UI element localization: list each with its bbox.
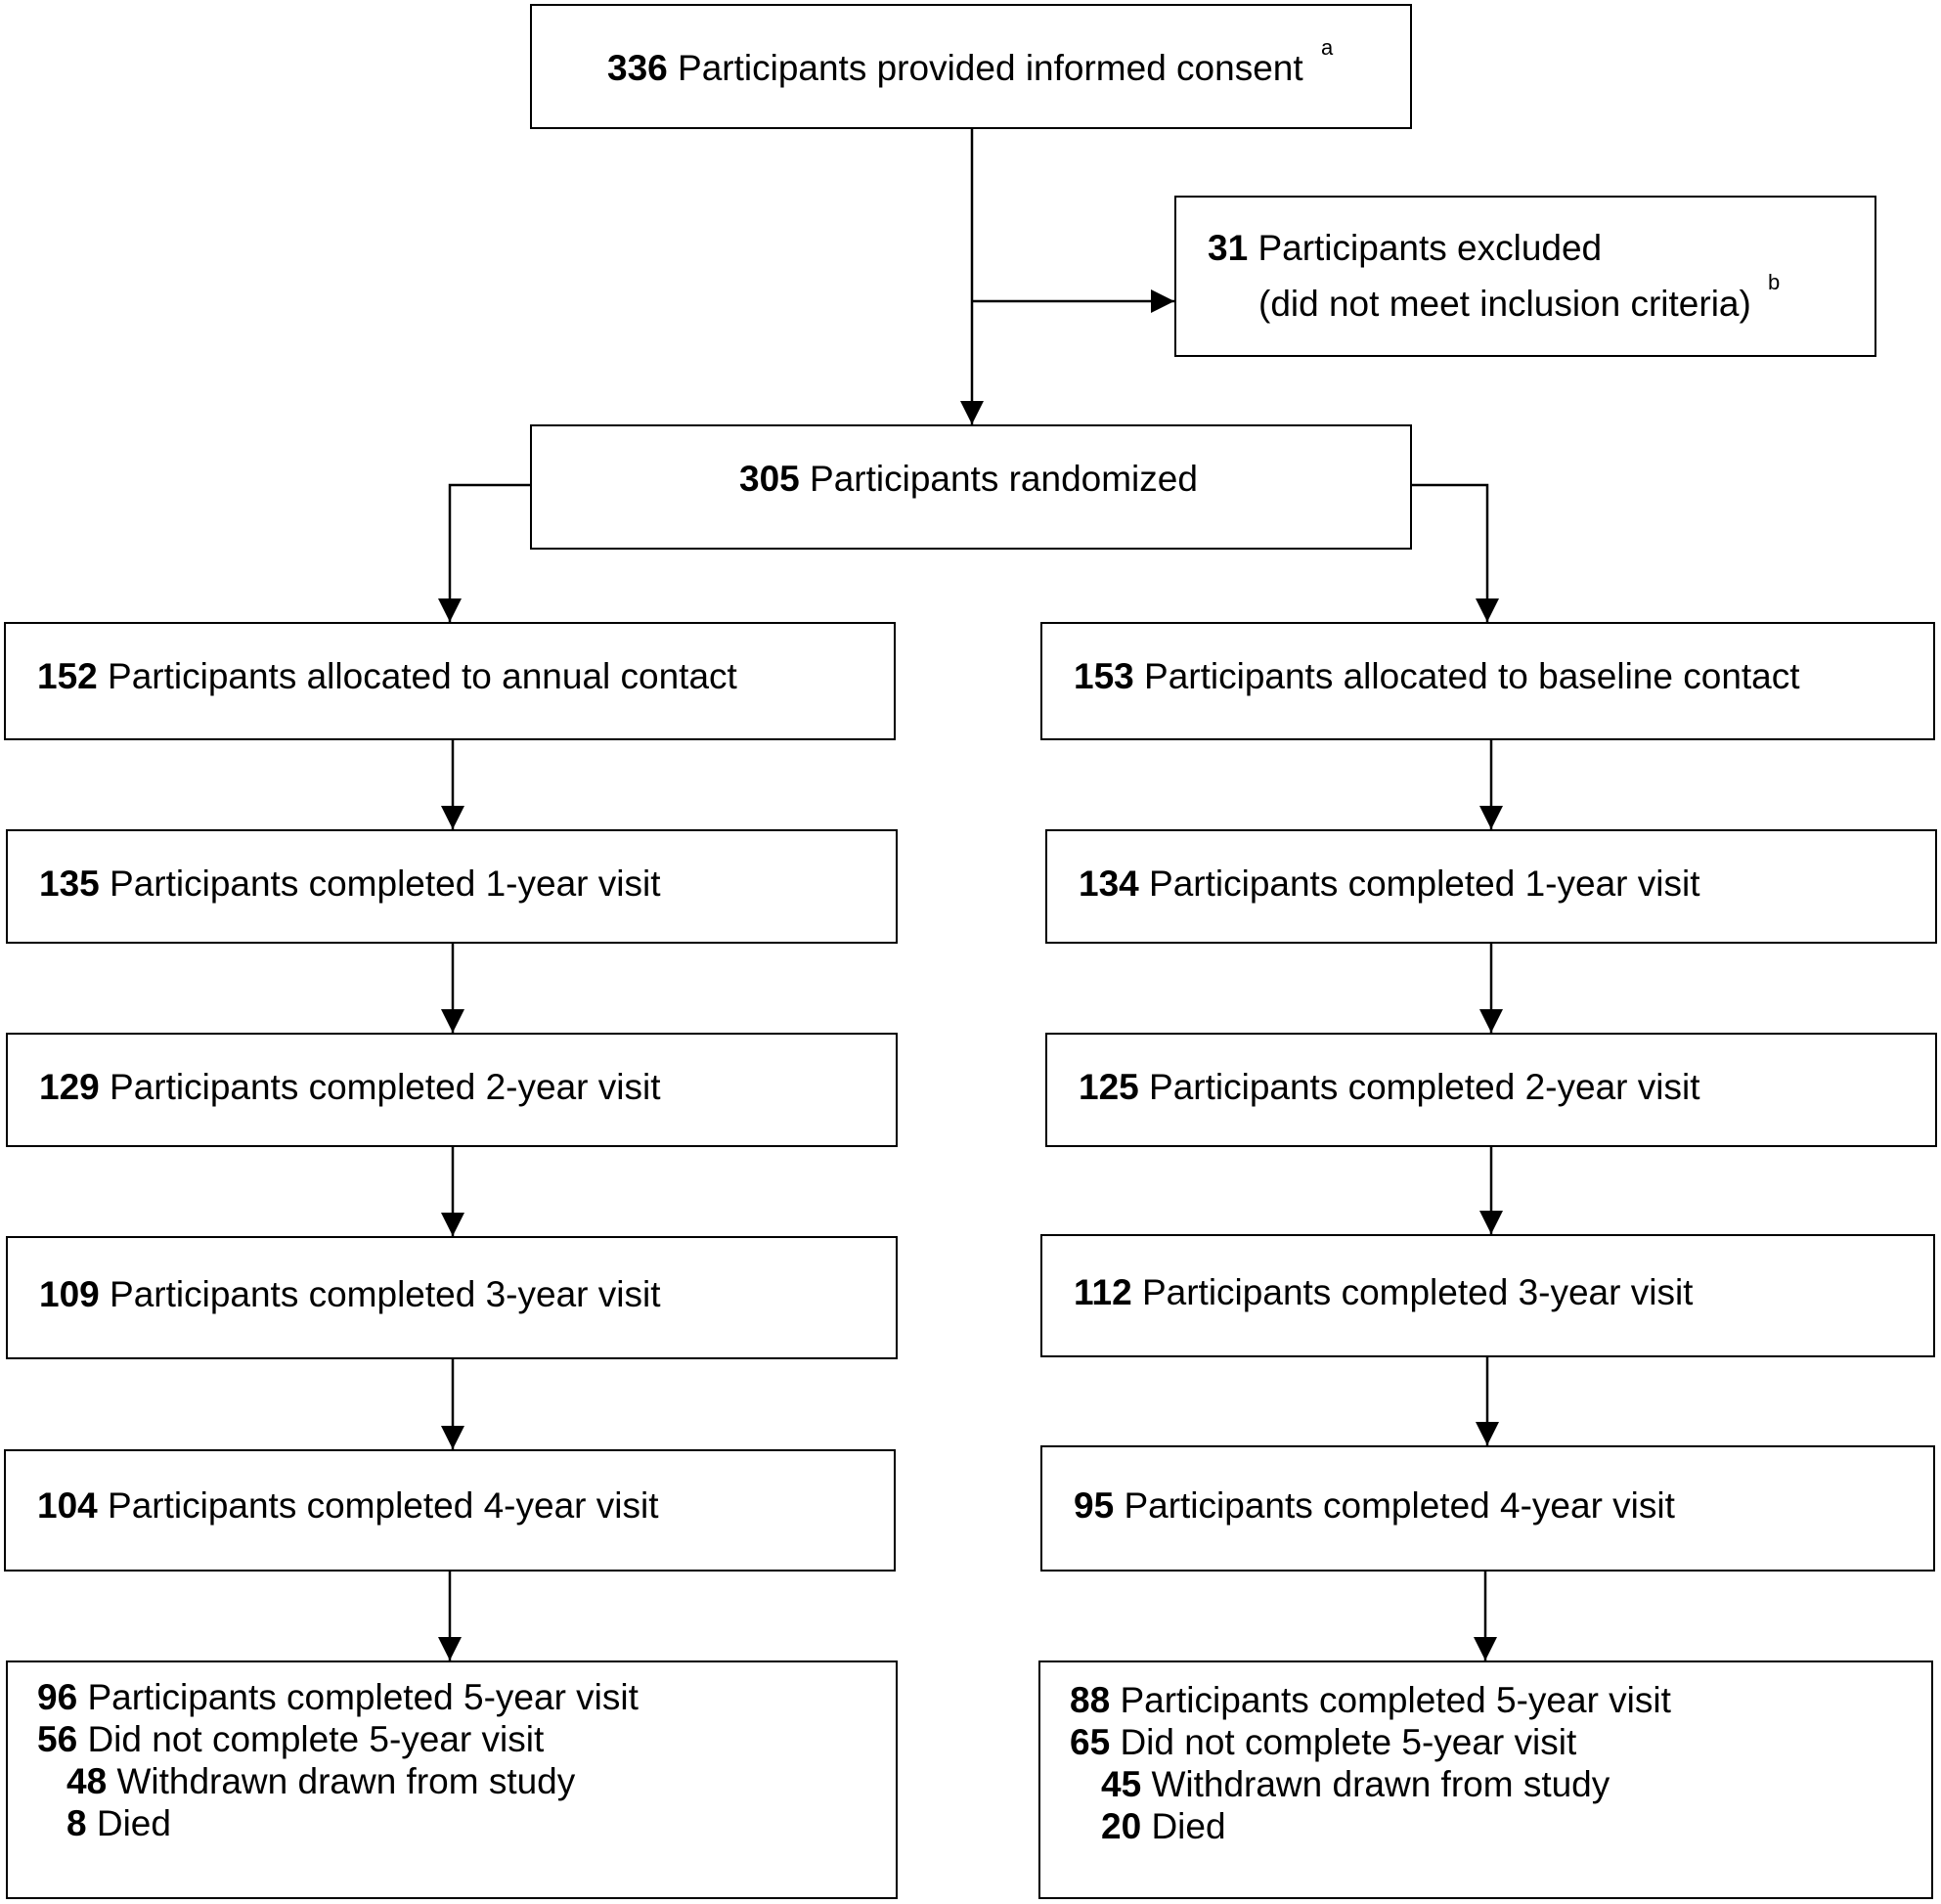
baseline-visit-1-count: 134 xyxy=(1079,863,1139,904)
baseline-final-line-2: 65 Did not complete 5-year visit xyxy=(1070,1721,1576,1764)
baseline-visit-4-line: 95 Participants completed 4-year visit xyxy=(1074,1484,1675,1528)
annual-final-line-4: 8 Died xyxy=(66,1802,171,1845)
baseline-final-not-completed-count: 65 xyxy=(1070,1722,1111,1762)
annual-final-died-count: 8 xyxy=(66,1803,87,1843)
annual-final-line-3: 48 Withdrawn drawn from study xyxy=(66,1760,575,1803)
baseline-visit-3-box: 112 Participants completed 3-year visit xyxy=(1040,1234,1935,1357)
baseline-final-died-text: Died xyxy=(1151,1806,1226,1846)
annual-visit-1-line: 135 Participants completed 1-year visit xyxy=(39,863,660,906)
baseline-visit-2-line: 125 Participants completed 2-year visit xyxy=(1079,1066,1699,1109)
excluded-reason: (did not meet inclusion criteria) xyxy=(1258,284,1751,324)
excluded-footnote-marker: b xyxy=(1768,270,1781,294)
baseline-final-box: 88 Participants completed 5-year visit 6… xyxy=(1038,1660,1933,1899)
excluded-line: 31 Participants excluded xyxy=(1208,227,1602,270)
annual-allocated-box: 152 Participants allocated to annual con… xyxy=(4,622,896,740)
annual-final-box: 96 Participants completed 5-year visit 5… xyxy=(6,1660,898,1899)
annual-final-completed-count: 96 xyxy=(37,1677,78,1717)
annual-visit-1-box: 135 Participants completed 1-year visit xyxy=(6,829,898,944)
baseline-final-line-3: 45 Withdrawn drawn from study xyxy=(1101,1763,1610,1806)
baseline-final-withdrawn-count: 45 xyxy=(1101,1764,1142,1804)
baseline-visit-1-box: 134 Participants completed 1-year visit xyxy=(1045,829,1937,944)
baseline-visit-4-text: Participants completed 4-year visit xyxy=(1124,1485,1675,1526)
annual-visit-3-count: 109 xyxy=(39,1274,100,1314)
annual-visit-4-box: 104 Participants completed 4-year visit xyxy=(4,1449,896,1572)
annual-visit-1-count: 135 xyxy=(39,863,100,904)
baseline-allocated-count: 153 xyxy=(1074,656,1134,696)
baseline-visit-2-box: 125 Participants completed 2-year visit xyxy=(1045,1033,1937,1147)
annual-final-died-text: Died xyxy=(96,1803,171,1843)
baseline-visit-3-line: 112 Participants completed 3-year visit xyxy=(1074,1271,1693,1314)
annual-final-line-2: 56 Did not complete 5-year visit xyxy=(37,1718,544,1761)
annual-visit-3-line: 109 Participants completed 3-year visit xyxy=(39,1273,660,1316)
baseline-visit-3-text: Participants completed 3-year visit xyxy=(1141,1272,1694,1312)
baseline-allocated-text: Participants allocated to baseline conta… xyxy=(1144,656,1800,696)
consent-box: 336 Participants provided informed conse… xyxy=(530,4,1412,129)
randomized-count: 305 xyxy=(739,459,800,499)
annual-final-withdrawn-count: 48 xyxy=(66,1761,108,1801)
annual-visit-3-box: 109 Participants completed 3-year visit xyxy=(6,1236,898,1359)
randomized-box: 305 Participants randomized xyxy=(530,424,1412,550)
annual-final-line-1: 96 Participants completed 5-year visit xyxy=(37,1676,639,1719)
baseline-final-not-completed-text: Did not complete 5-year visit xyxy=(1120,1722,1577,1762)
annual-allocated-text: Participants allocated to annual contact xyxy=(108,656,737,696)
baseline-visit-2-count: 125 xyxy=(1079,1067,1139,1107)
baseline-visit-3-count: 112 xyxy=(1074,1272,1132,1312)
baseline-visit-4-count: 95 xyxy=(1074,1485,1115,1526)
randomized-line: 305 Participants randomized xyxy=(739,458,1198,501)
annual-visit-2-box: 129 Participants completed 2-year visit xyxy=(6,1033,898,1147)
randomized-text: Participants randomized xyxy=(810,459,1198,499)
baseline-final-line-4: 20 Died xyxy=(1101,1805,1226,1848)
annual-visit-4-count: 104 xyxy=(37,1485,98,1526)
annual-allocated-line: 152 Participants allocated to annual con… xyxy=(37,655,737,698)
annual-visit-4-text: Participants completed 4-year visit xyxy=(108,1485,659,1526)
consent-text: Participants provided informed consent xyxy=(678,48,1303,88)
excluded-box: 31 Participants excluded (did not meet i… xyxy=(1174,196,1876,357)
annual-final-not-completed-count: 56 xyxy=(37,1719,78,1759)
baseline-visit-1-text: Participants completed 1-year visit xyxy=(1149,863,1700,904)
consent-line: 336 Participants provided informed conse… xyxy=(607,47,1303,90)
annual-visit-1-text: Participants completed 1-year visit xyxy=(110,863,661,904)
annual-visit-3-text: Participants completed 3-year visit xyxy=(110,1274,661,1314)
baseline-final-completed-count: 88 xyxy=(1070,1680,1111,1720)
annual-visit-2-count: 129 xyxy=(39,1067,100,1107)
annual-visit-2-text: Participants completed 2-year visit xyxy=(110,1067,661,1107)
annual-visit-4-line: 104 Participants completed 4-year visit xyxy=(37,1484,658,1528)
baseline-visit-4-box: 95 Participants completed 4-year visit xyxy=(1040,1445,1935,1572)
baseline-final-died-count: 20 xyxy=(1101,1806,1142,1846)
annual-final-withdrawn-text: Withdrawn drawn from study xyxy=(116,1761,576,1801)
baseline-final-completed-text: Participants completed 5-year visit xyxy=(1120,1680,1671,1720)
annual-final-completed-text: Participants completed 5-year visit xyxy=(87,1677,639,1717)
baseline-final-withdrawn-text: Withdrawn drawn from study xyxy=(1151,1764,1610,1804)
excluded-count: 31 xyxy=(1208,228,1249,268)
consent-footnote-marker: a xyxy=(1321,35,1334,60)
arrow-randomized-to-annual xyxy=(438,483,530,622)
annual-visit-2-line: 129 Participants completed 2-year visit xyxy=(39,1066,660,1109)
annual-allocated-count: 152 xyxy=(37,656,98,696)
baseline-visit-1-line: 134 Participants completed 1-year visit xyxy=(1079,863,1699,906)
baseline-allocated-box: 153 Participants allocated to baseline c… xyxy=(1040,622,1935,740)
consent-count: 336 xyxy=(607,48,668,88)
baseline-visit-2-text: Participants completed 2-year visit xyxy=(1149,1067,1700,1107)
arrow-randomized-to-baseline xyxy=(1411,483,1499,622)
excluded-text: Participants excluded xyxy=(1257,228,1603,268)
annual-final-not-completed-text: Did not complete 5-year visit xyxy=(87,1719,545,1759)
baseline-allocated-line: 153 Participants allocated to baseline c… xyxy=(1074,655,1800,698)
baseline-final-line-1: 88 Participants completed 5-year visit xyxy=(1070,1679,1671,1722)
